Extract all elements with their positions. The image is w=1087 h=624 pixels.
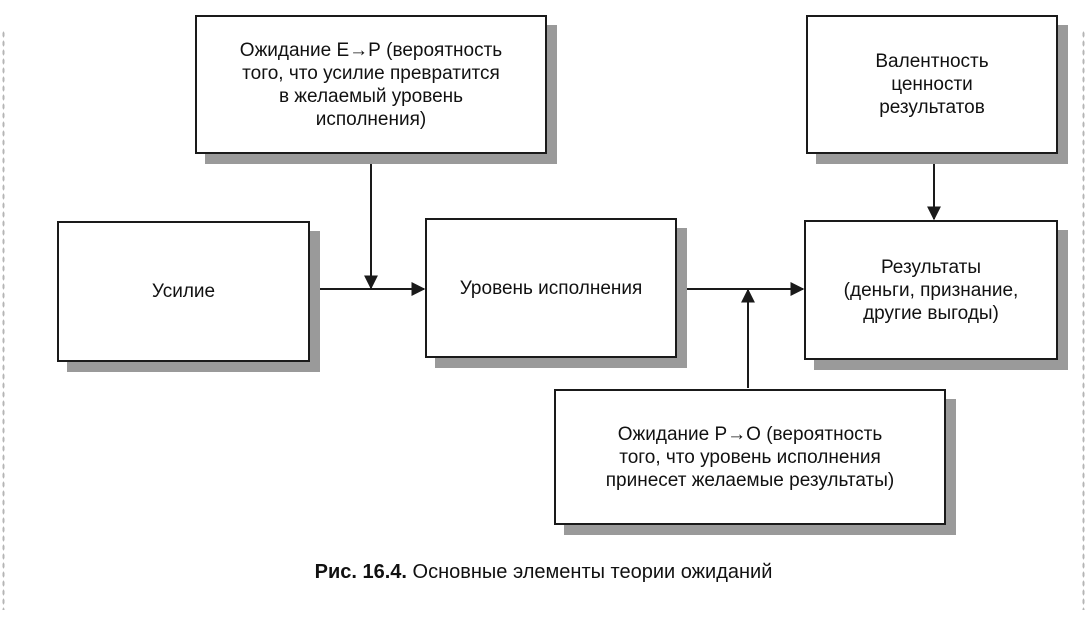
expectancy-ep-box: Ожидание Е→Р (вероятность того, что усил… bbox=[195, 15, 547, 154]
figure-caption: Рис. 16.4. Основные элементы теории ожид… bbox=[0, 559, 1087, 585]
valence-box: Валентность ценности результатов bbox=[806, 15, 1058, 154]
valence-label: Валентность ценности результатов bbox=[875, 51, 989, 118]
performance-box: Уровень исполнения bbox=[425, 218, 677, 358]
performance-label: Уровень исполнения bbox=[459, 277, 643, 299]
expectancy-po-label: Ожидание Р→О (вероятность того, что уров… bbox=[605, 423, 895, 491]
figure-caption-label: Рис. 16.4. bbox=[314, 561, 407, 583]
results-box: Результаты (деньги, признание, другие вы… bbox=[804, 220, 1058, 360]
right-edge-dots bbox=[1082, 30, 1085, 610]
expectancy-po-box: Ожидание Р→О (вероятность того, что уров… bbox=[554, 389, 946, 525]
expectancy-ep-label: Ожидание Е→Р (вероятность того, что усил… bbox=[239, 39, 503, 130]
figure-caption-text: Основные элементы теории ожиданий bbox=[412, 561, 773, 583]
left-edge-dots bbox=[2, 30, 5, 610]
results-label: Результаты (деньги, признание, другие вы… bbox=[843, 256, 1019, 324]
effort-box: Усилие bbox=[57, 221, 310, 362]
effort-label: Усилие bbox=[151, 281, 216, 302]
